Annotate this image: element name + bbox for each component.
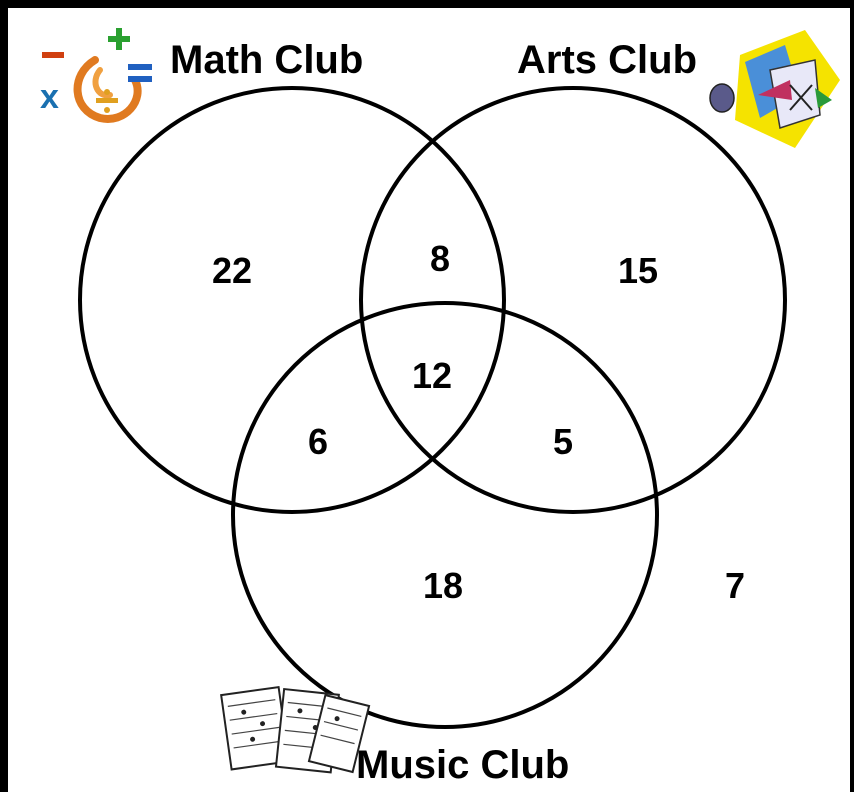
region-arts-music: 5 (553, 421, 573, 462)
arts-club-label: Arts Club (517, 38, 697, 82)
math-club-label: Math Club (170, 38, 363, 82)
region-all-three: 12 (412, 355, 452, 396)
math-club-circle (80, 88, 504, 512)
region-math-music: 6 (308, 421, 328, 462)
math-symbols-icon: x (40, 28, 152, 119)
region-arts-only: 15 (618, 250, 658, 291)
region-math-only: 22 (212, 250, 252, 291)
region-music-only: 18 (423, 565, 463, 606)
sheet-music-icon (221, 687, 369, 772)
art-supplies-icon (710, 30, 840, 148)
music-club-label: Music Club (356, 743, 569, 787)
svg-text:x: x (40, 78, 59, 116)
region-outside: 7 (725, 565, 745, 606)
region-math-arts: 8 (430, 238, 450, 279)
